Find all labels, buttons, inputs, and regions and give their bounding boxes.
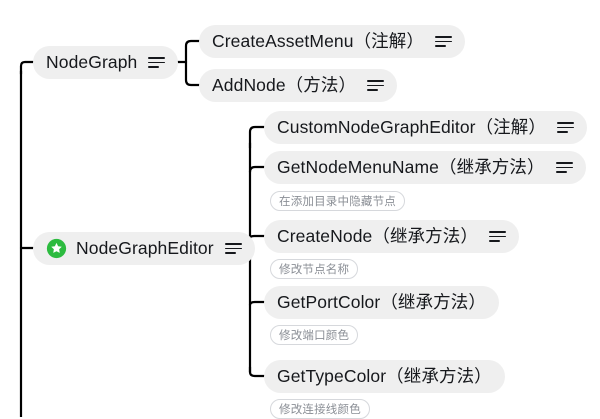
note-tag-getnodemenuname[interactable]: 在添加目录中隐藏节点 (270, 191, 405, 211)
node-gettypecolor[interactable]: GetTypeColor（继承方法） (264, 360, 505, 393)
node-label: NodeGraph (46, 51, 138, 72)
node-createnode[interactable]: CreateNode（继承方法） (264, 220, 519, 253)
note-tag-gettypecolor[interactable]: 修改连接线颜色 (270, 399, 370, 419)
node-label: NodeGraphEditor (76, 237, 214, 258)
node-label: GetNodeMenuName（继承方法） (277, 156, 545, 177)
node-label: GetPortColor（继承方法） (277, 291, 486, 312)
edge-nodegraph-child-1 (184, 39, 201, 64)
edge-editor-child-1 (248, 125, 266, 150)
trunk-to-nodegraph (19, 60, 35, 76)
node-label: GetTypeColor（继承方法） (277, 365, 492, 386)
node-getnodemenuname[interactable]: GetNodeMenuName（继承方法） (264, 151, 586, 184)
menu-lines-icon[interactable] (367, 79, 385, 93)
menu-lines-icon[interactable] (555, 161, 573, 175)
edge-editor-child-2 (248, 165, 266, 174)
node-label: CreateNode（继承方法） (277, 225, 478, 246)
node-createassetmenu[interactable]: CreateAssetMenu（注解） (199, 25, 465, 58)
node-customnodegrapheditor[interactable]: CustomNodeGraphEditor（注解） (264, 111, 587, 144)
menu-lines-icon[interactable] (224, 242, 242, 256)
menu-lines-icon[interactable] (556, 121, 574, 135)
node-label: CreateAssetMenu（注解） (212, 30, 424, 51)
menu-lines-icon[interactable] (148, 56, 166, 70)
note-tag-getportcolor[interactable]: 修改端口颜色 (270, 325, 359, 345)
node-addnode[interactable]: AddNode（方法） (199, 69, 398, 102)
edge-editor-child-5 (248, 365, 266, 378)
edge-editor-child-4 (248, 300, 266, 307)
node-nodegrapheditor[interactable]: NodeGraphEditor (33, 232, 255, 265)
node-nodegraph[interactable]: NodeGraph (33, 46, 179, 79)
node-getportcolor[interactable]: GetPortColor（继承方法） (264, 286, 499, 319)
star-badge-icon (46, 238, 67, 259)
menu-lines-icon[interactable] (434, 35, 452, 49)
note-tag-createnode[interactable]: 修改节点名称 (270, 259, 359, 279)
node-label: AddNode（方法） (212, 74, 357, 95)
menu-lines-icon[interactable] (488, 230, 506, 244)
edge-nodegraph-child-2 (184, 60, 201, 87)
edge-editor-child-3 (248, 234, 266, 240)
node-label: CustomNodeGraphEditor（注解） (277, 116, 546, 137)
